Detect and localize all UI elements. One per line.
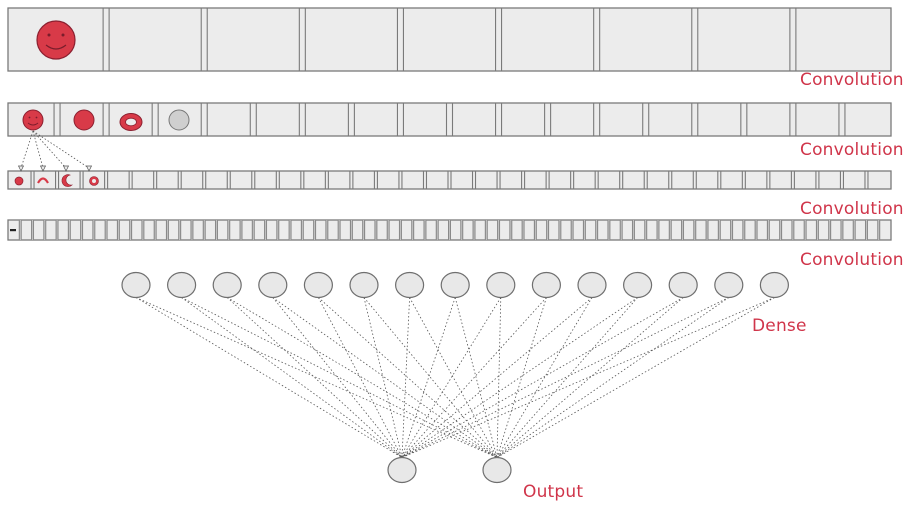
dense-node [531,271,562,299]
connection-line [363,297,498,458]
connector-line [32,130,90,169]
connection-line [135,297,498,458]
connection-line [454,297,498,458]
convolution-label-2: Convolution [800,140,904,160]
dense-node [167,271,197,299]
small-smiley-icon [22,109,44,131]
dense-node [486,271,516,299]
output-node [387,456,417,484]
small-smiley-eye [35,116,38,119]
dense-node [258,271,288,299]
small-smiley-head [22,109,44,131]
smiley-eye-right [61,33,65,37]
connection-line [401,297,729,458]
connector-arrowhead [62,165,70,172]
dense-node [577,271,607,299]
connection-line [496,297,684,458]
connection-line [401,297,547,458]
connection-line [401,297,456,458]
connector-line [32,130,67,169]
output-label: Output [523,482,584,502]
connection-line [496,297,593,458]
convolution-layer-2 [7,102,892,137]
dense-node [212,271,242,299]
output-node [482,456,512,484]
dash-mark-icon [10,229,16,232]
connection-line [181,297,498,458]
smiley-head [36,20,76,60]
convolution-layer-3 [7,170,892,190]
connection-line [272,297,403,458]
smiley-mouth [45,44,67,50]
dense-node [440,271,470,299]
connection-line [496,297,638,458]
small-smiley-mouth [27,122,39,126]
small-ring-icon [89,176,99,186]
bar-outline [7,102,892,137]
feature-connectors [17,130,93,172]
convolution-layer-1 [7,7,892,72]
convolution-layer-4 [7,219,892,241]
small-smiley-eye [28,116,31,119]
connection-line [496,297,775,458]
connection-line [496,297,547,458]
connection-line [401,297,684,458]
connection-line [401,297,775,458]
red-ring-icon [119,113,143,131]
gray-circle-icon [168,109,190,131]
connection-line [226,297,498,458]
red-dot-icon [14,176,24,186]
dense-node [668,271,698,299]
connection-line [318,297,403,458]
dense-node [759,271,790,299]
crescent-icon [61,174,73,187]
dense-node [714,271,744,299]
dense-node [622,271,653,299]
connection-line [496,297,730,458]
smiley-face-icon [36,20,76,60]
bar-outline [7,7,892,72]
arc-up-icon [37,177,49,184]
red-circle-icon [73,109,95,131]
dense-label: Dense [752,316,807,336]
red-ring-hole [125,117,137,127]
connection-line [401,297,593,458]
connection-line [318,297,498,458]
connection-line [226,297,403,458]
dense-node [303,271,333,299]
bar-outline [7,170,892,190]
connector-arrowhead [17,165,25,172]
connection-line [272,297,498,458]
connection-line [496,297,502,458]
connection-line [409,297,498,458]
smiley-eye-left [47,33,51,37]
small-ring-hole [92,179,96,183]
dense-layer [121,271,790,299]
connection-line [401,297,638,458]
dense-node [349,271,379,299]
convolution-label-1: Convolution [800,70,904,90]
dense-to-output-connections [135,297,775,458]
dense-node [121,271,151,299]
connector-arrowhead [39,165,47,172]
convolution-label-4: Convolution [800,250,904,270]
convolution-label-3: Convolution [800,199,904,219]
dense-node [395,271,425,299]
connection-line [181,297,403,458]
connector-line [32,130,44,169]
connection-line [363,297,403,458]
connection-line [401,297,410,458]
connection-line [401,297,502,458]
connector-line [20,130,34,169]
connector-arrowhead [85,165,93,172]
output-layer [387,456,512,484]
